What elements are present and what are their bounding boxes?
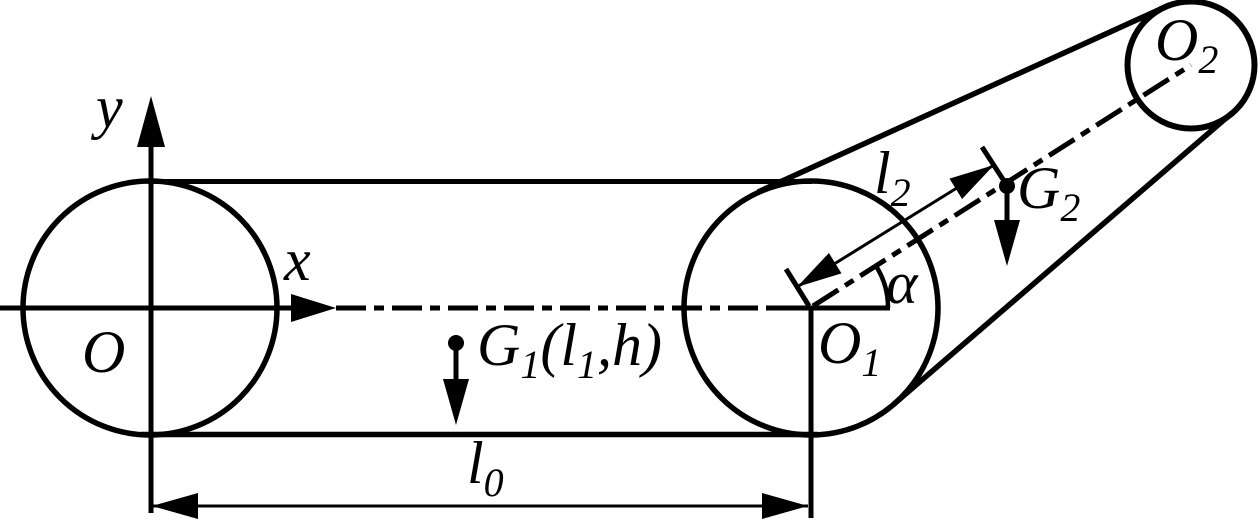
l0-arrow-right-icon	[762, 493, 808, 519]
o2-label-main: O	[1155, 7, 1198, 73]
alpha-angle-arc	[874, 264, 891, 309]
l2-label-sub: 2	[891, 170, 911, 215]
l2-tick-at-g2	[979, 145, 1009, 186]
o1-label-main: O	[818, 310, 861, 376]
origin-label: O	[82, 319, 125, 385]
g1-label-coord-open: (l	[540, 312, 577, 378]
l0-arrow-left-icon	[152, 493, 198, 519]
l0-label: l0	[467, 430, 504, 505]
g1-label-coord-sub: 1	[577, 342, 597, 387]
y-axis-arrow-icon	[137, 96, 165, 147]
g1-vector-arrow-icon	[443, 379, 469, 425]
o2-label: O2	[1155, 7, 1218, 82]
g2-label: G2	[1017, 155, 1080, 230]
g1-label: G1(l1,h)	[477, 312, 662, 387]
y-axis-label: y	[90, 74, 123, 140]
o1-label: O1	[818, 310, 881, 385]
x-axis-arrow-icon	[291, 294, 336, 322]
l2-label: l2	[874, 140, 911, 215]
l0-label-main: l	[467, 430, 484, 496]
g1-centroid-dot	[448, 335, 464, 351]
g2-label-sub: 2	[1060, 185, 1080, 230]
g2-vector-arrow-icon	[994, 220, 1020, 266]
o1-label-sub: 1	[861, 340, 881, 385]
l2-arrow-end-icon	[949, 165, 994, 199]
o2-label-sub: 2	[1198, 37, 1218, 82]
g1-label-coord-close: ,h)	[597, 312, 662, 378]
g2-centroid-dot	[999, 178, 1015, 194]
o2-pivot-circle	[1124, 0, 1258, 132]
g1-label-sub: 1	[520, 342, 540, 387]
l2-arrow-start-icon	[797, 253, 842, 287]
alpha-label: α	[886, 250, 919, 316]
link2-top-edge	[756, 4, 1167, 195]
link2-bottom-edge	[892, 110, 1234, 407]
x-axis-label: x	[283, 227, 311, 293]
g2-label-main: G	[1017, 155, 1060, 221]
l0-label-sub: 0	[484, 460, 504, 505]
l2-tick-at-o1	[783, 267, 812, 308]
g1-label-main: G	[477, 312, 520, 378]
l2-label-main: l	[874, 140, 891, 206]
